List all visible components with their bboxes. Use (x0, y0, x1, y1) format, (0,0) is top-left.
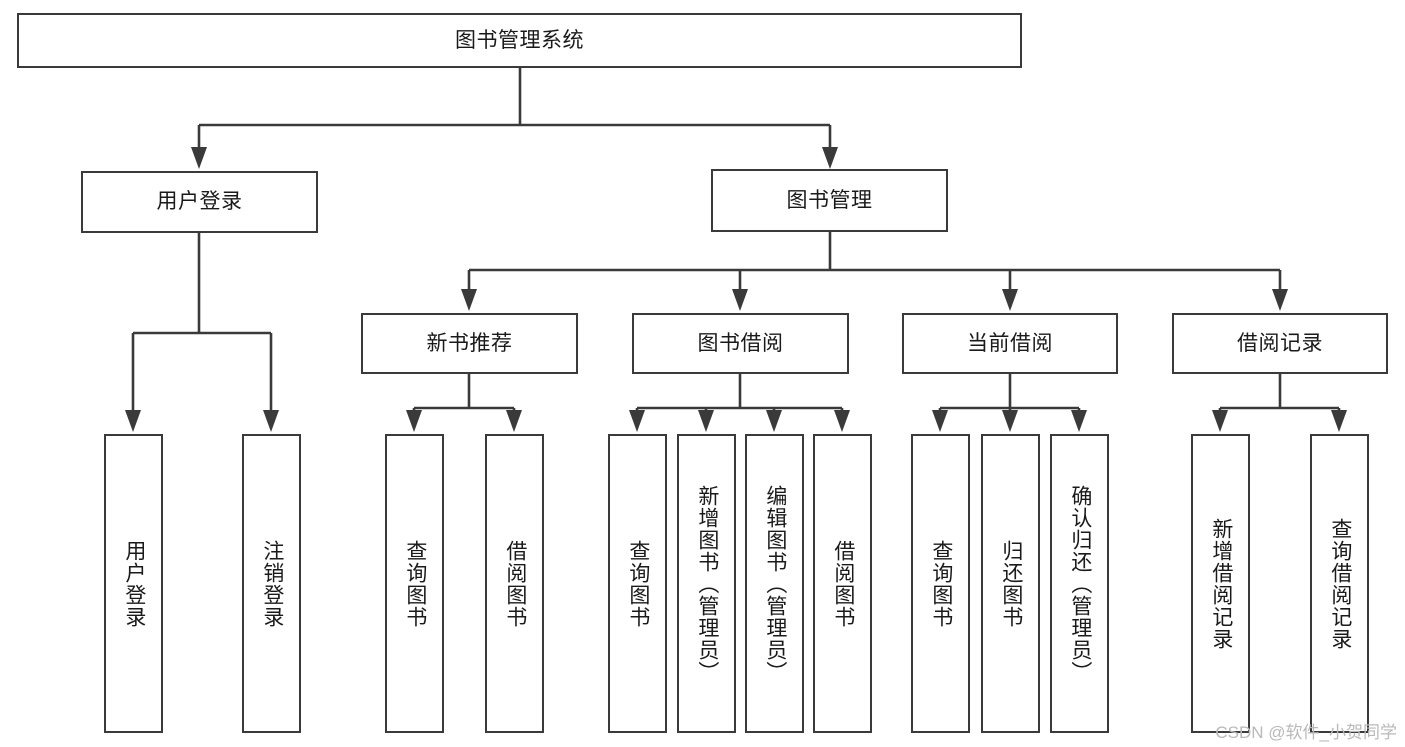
node-label: 借阅图书 (503, 539, 527, 628)
node-leaf-edit-book[interactable]: 编辑图书（管理员） (745, 434, 804, 733)
arrowhead (506, 410, 522, 432)
arrowhead (1002, 410, 1018, 432)
node-leaf-confirm-return[interactable]: 确认归还（管理员） (1050, 434, 1109, 733)
node-leaf-query-record[interactable]: 查询借阅记录 (1310, 434, 1369, 733)
node-leaf-borrow-book[interactable]: 借阅图书 (813, 434, 872, 733)
arrowhead (932, 410, 948, 432)
node-label: 编辑图书（管理员） (763, 484, 787, 683)
arrowhead (698, 410, 714, 432)
arrowhead (822, 147, 838, 169)
node-book-borrow[interactable]: 图书借阅 (632, 313, 849, 374)
node-leaf-query-book[interactable]: 查询图书 (608, 434, 667, 733)
arrowhead (1212, 410, 1228, 432)
node-label: 查询图书 (403, 539, 427, 628)
node-leaf-return-book[interactable]: 归还图书 (981, 434, 1040, 733)
node-borrow-record[interactable]: 借阅记录 (1172, 313, 1388, 374)
node-leaf-logout[interactable]: 注销登录 (242, 434, 301, 733)
node-label: 查询图书 (929, 539, 953, 628)
node-leaf-add-record[interactable]: 新增借阅记录 (1191, 434, 1250, 733)
node-label: 新增借阅记录 (1209, 517, 1233, 650)
node-label: 查询借阅记录 (1328, 517, 1352, 650)
connector-arrowheads (125, 147, 1347, 432)
node-book-manage[interactable]: 图书管理 (711, 169, 948, 232)
node-label: 查询图书 (626, 539, 650, 628)
node-leaf-query-book-rec[interactable]: 查询图书 (385, 434, 444, 733)
arrowhead (1071, 410, 1087, 432)
node-label: 借阅记录 (1237, 331, 1323, 355)
node-label: 归还图书 (999, 539, 1023, 628)
arrowhead (1272, 289, 1288, 311)
node-label: 新增图书（管理员） (695, 484, 719, 683)
node-label: 确认归还（管理员） (1068, 484, 1092, 683)
node-leaf-user-login[interactable]: 用户登录 (104, 434, 163, 733)
node-current-borrow[interactable]: 当前借阅 (902, 313, 1118, 374)
node-label: 图书管理系统 (455, 28, 584, 52)
arrowhead (732, 289, 748, 311)
arrowhead (191, 147, 207, 169)
node-leaf-borrow-book-rec[interactable]: 借阅图书 (485, 434, 544, 733)
node-label: 用户登录 (156, 190, 243, 214)
arrowhead (406, 410, 422, 432)
node-leaf-query-book-cur[interactable]: 查询图书 (911, 434, 970, 733)
node-label: 图书借阅 (697, 331, 784, 355)
node-label: 新书推荐 (426, 331, 513, 355)
arrowhead (766, 410, 782, 432)
node-label: 图书管理 (786, 188, 873, 212)
node-new-book-rec[interactable]: 新书推荐 (361, 313, 578, 374)
arrowhead (629, 410, 645, 432)
arrowhead (461, 289, 477, 311)
arrowhead (834, 410, 850, 432)
node-label: 注销登录 (260, 539, 284, 628)
arrowhead (1331, 410, 1347, 432)
arrowhead (1002, 289, 1018, 311)
node-user-login[interactable]: 用户登录 (81, 171, 318, 233)
arrowhead (125, 410, 141, 432)
node-label: 当前借阅 (967, 331, 1053, 355)
node-label: 用户登录 (122, 539, 146, 628)
arrowhead (263, 410, 279, 432)
node-label: 借阅图书 (831, 539, 855, 628)
node-leaf-add-book[interactable]: 新增图书（管理员） (677, 434, 736, 733)
node-root[interactable]: 图书管理系统 (17, 13, 1022, 68)
